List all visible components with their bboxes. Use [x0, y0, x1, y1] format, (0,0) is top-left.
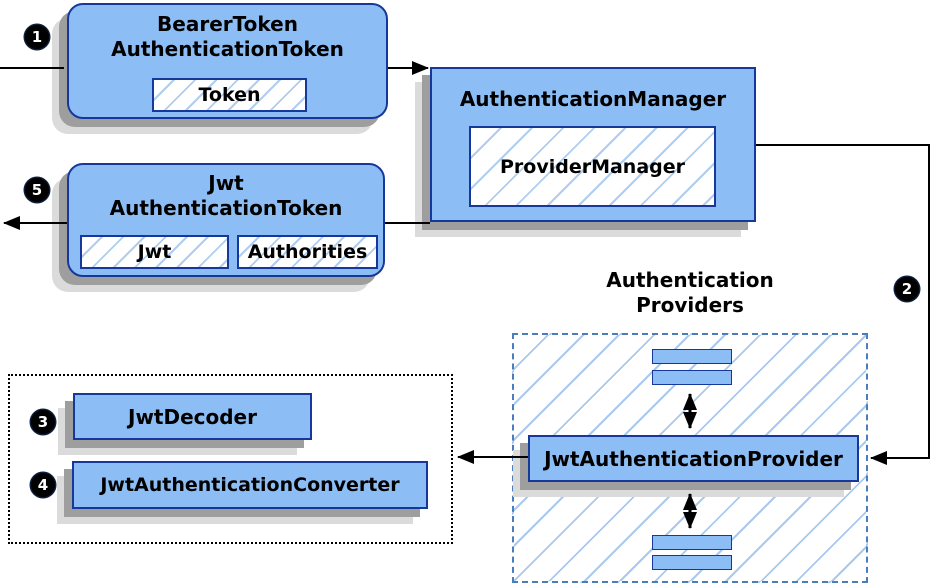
provider-manager-inner-box: ProviderManager [469, 126, 716, 207]
authentication-manager-title: AuthenticationManager [459, 87, 727, 111]
bearer-token-title-line1: BearerToken [157, 12, 298, 36]
step-badge-2: 2 [895, 277, 919, 301]
providers-group-label-line1: Authentication [606, 268, 774, 292]
jwt-authentication-converter-title: JwtAuthenticationConverter [100, 474, 400, 496]
step-badge-3: 3 [31, 410, 55, 434]
jwt-token-field-authorities: Authorities [237, 235, 378, 269]
jwt-field-label: Jwt [137, 241, 172, 263]
node-jwt-decoder: JwtDecoder [73, 393, 312, 440]
node-jwt-authentication-provider: JwtAuthenticationProvider [528, 435, 859, 482]
provider-manager-label: ProviderManager [499, 155, 686, 178]
provider-slot-bar-top-1 [652, 349, 732, 364]
provider-slot-bar-top-2 [652, 370, 732, 385]
bearer-token-title-line2: AuthenticationToken [111, 37, 344, 61]
node-jwt-authentication-token: Jwt AuthenticationToken Jwt Authorities [67, 163, 385, 277]
token-field-label: Token [198, 84, 261, 106]
jwt-token-title-line2: AuthenticationToken [109, 196, 343, 220]
provider-slot-bar-bottom-1 [652, 535, 732, 550]
jwt-decoder-title: JwtDecoder [128, 404, 257, 429]
jwt-token-field-jwt: Jwt [80, 235, 229, 269]
bearer-token-title: BearerToken AuthenticationToken [69, 12, 386, 62]
bearer-token-field-token: Token [152, 78, 307, 112]
authorities-field-label: Authorities [247, 241, 368, 263]
step-badge-4: 4 [31, 473, 55, 497]
step-badge-5: 5 [25, 178, 49, 202]
step-badge-1: 1 [25, 25, 49, 49]
jwt-authentication-provider-title: JwtAuthenticationProvider [544, 446, 843, 471]
providers-group-label-line2: Providers [636, 293, 744, 317]
provider-slot-bar-bottom-2 [652, 555, 732, 570]
node-bearer-token-authentication-token: BearerToken AuthenticationToken Token [67, 3, 388, 119]
providers-group-label: Authentication Providers [570, 268, 810, 318]
jwt-token-title-line1: Jwt [208, 171, 244, 195]
node-authentication-manager: AuthenticationManager ProviderManager [430, 67, 756, 222]
jwt-token-title: Jwt AuthenticationToken [69, 171, 383, 221]
node-jwt-authentication-converter: JwtAuthenticationConverter [72, 461, 428, 509]
